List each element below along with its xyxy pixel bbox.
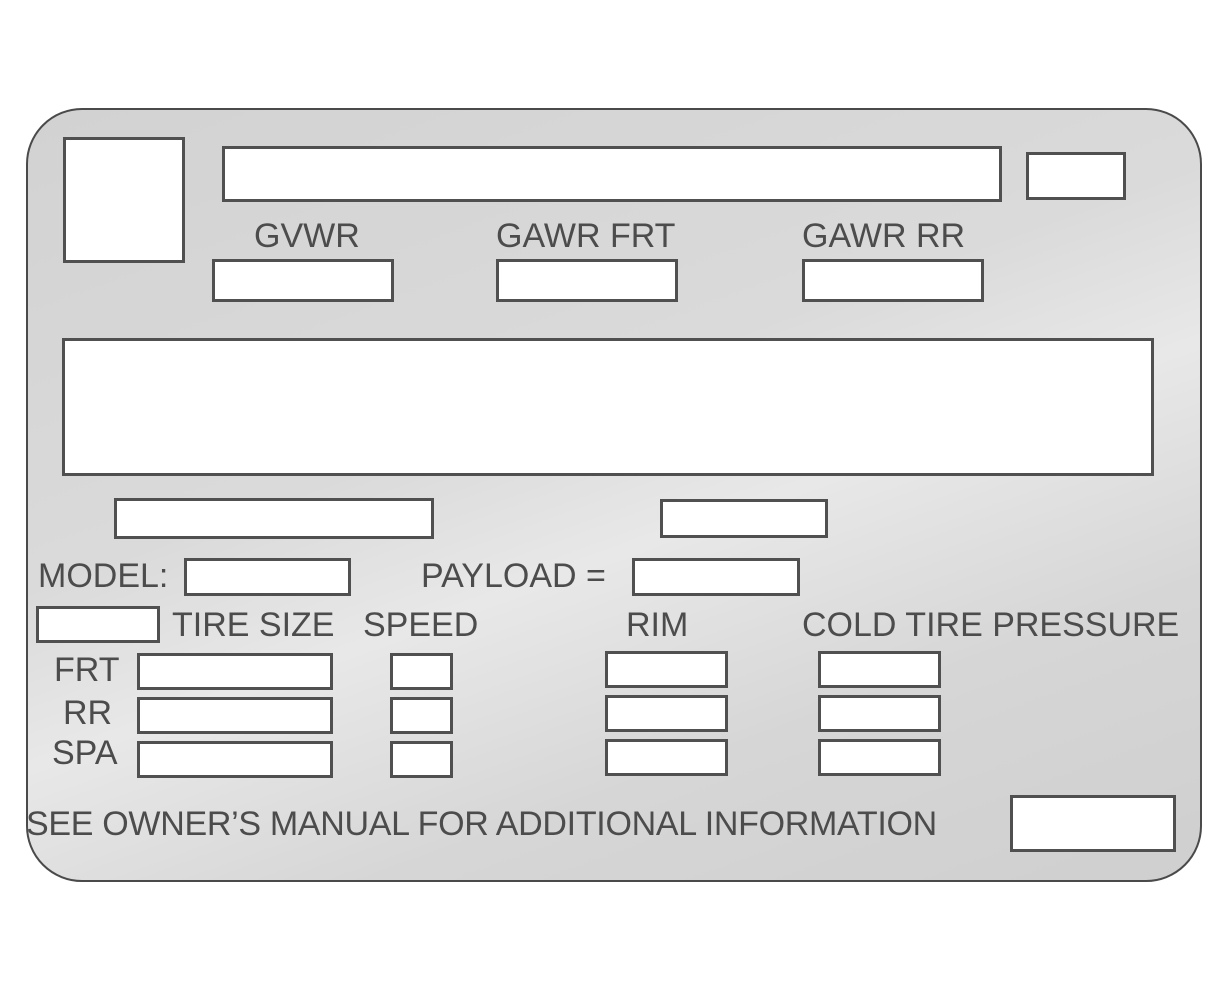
gvwr-label: GVWR: [254, 217, 360, 255]
rim-header: RIM: [626, 606, 689, 644]
gawr-rr-label: GAWR RR: [802, 217, 966, 255]
manufacturer-field: [222, 146, 1002, 202]
rr-pressure-field: [818, 695, 941, 732]
row-spa-label: SPA: [52, 734, 118, 772]
gawr-frt-label: GAWR FRT: [496, 217, 676, 255]
statement-area: [62, 338, 1154, 476]
payload-label: PAYLOAD =: [421, 557, 606, 595]
spa-speed-field: [390, 741, 453, 778]
cold-tire-pressure-header: COLD TIRE PRESSURE: [802, 606, 1180, 644]
logo-box: [63, 137, 185, 263]
rr-speed-field: [390, 697, 453, 734]
spa-pressure-field: [818, 739, 941, 776]
row-frt-label: FRT: [54, 651, 120, 689]
frt-tire-size-field: [137, 653, 333, 690]
date-field: [1026, 152, 1126, 200]
frt-pressure-field: [818, 651, 941, 688]
rr-rim-field: [605, 695, 728, 732]
vin-field: [114, 498, 434, 539]
speed-header: SPEED: [363, 606, 479, 644]
spa-rim-field: [605, 739, 728, 776]
model-field: [184, 558, 351, 596]
tire-code-field: [36, 606, 160, 643]
vehicle-certification-label: GVWR GAWR FRT GAWR RR MODEL: PAYLOAD = T…: [26, 108, 1202, 882]
type-field: [660, 499, 828, 538]
payload-field: [632, 558, 800, 596]
frt-speed-field: [390, 653, 453, 690]
gawr-frt-field: [496, 259, 678, 302]
footer-code-field: [1010, 795, 1176, 852]
frt-rim-field: [605, 651, 728, 688]
footer-notice: SEE OWNER’S MANUAL FOR ADDITIONAL INFORM…: [26, 805, 937, 843]
model-label: MODEL:: [38, 557, 169, 595]
gawr-rr-field: [802, 259, 984, 302]
tire-size-header: TIRE SIZE: [172, 606, 335, 644]
row-rr-label: RR: [63, 694, 113, 732]
gvwr-field: [212, 259, 394, 302]
rr-tire-size-field: [137, 697, 333, 734]
spa-tire-size-field: [137, 741, 333, 778]
